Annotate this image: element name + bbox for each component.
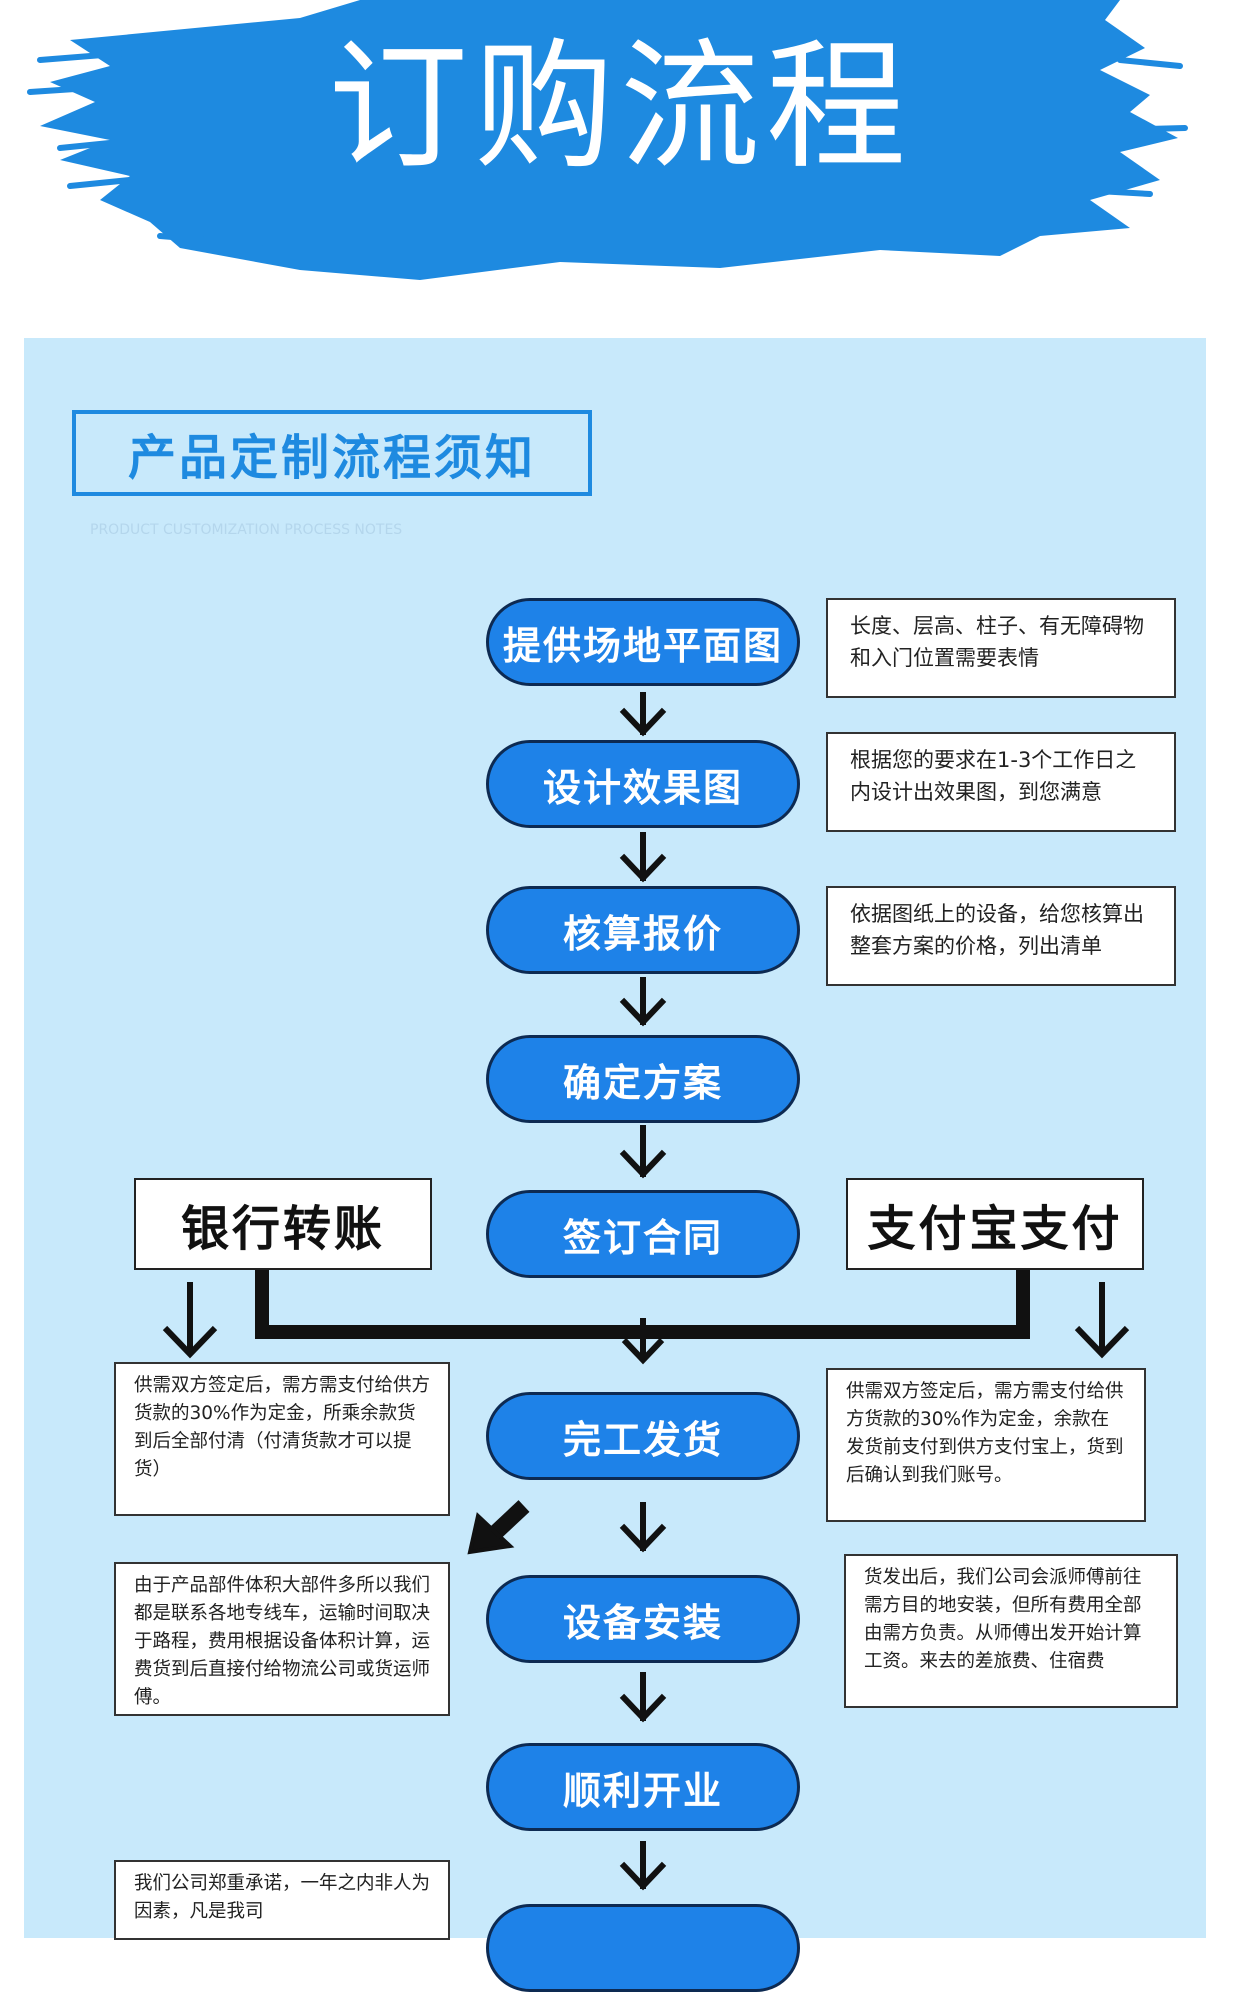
note-bank-terms: 供需双方签定后，需方需支付给供方货款的30%作为定金，所乘余款货到后全部付清（付… (114, 1362, 450, 1516)
note-warranty: 我们公司郑重承诺，一年之内非人为因素，凡是我司 (114, 1860, 450, 1940)
section-title: 产品定制流程须知 (72, 410, 592, 496)
note-quote: 依据图纸上的设备，给您核算出整套方案的价格，列出清单 (826, 886, 1176, 986)
step-floor-plan: 提供场地平面图 (486, 598, 800, 686)
note-alipay-terms: 供需双方签定后，需方需支付给供方货款的30%作为定金，余款在发货前支付到供方支付… (826, 1368, 1146, 1522)
flow-connectors (162, 692, 1130, 1891)
payment-alipay: 支付宝支付 (846, 1178, 1144, 1270)
step-design: 设计效果图 (486, 740, 800, 828)
step-sign-contract: 签订合同 (486, 1190, 800, 1278)
payment-bank-transfer: 银行转账 (134, 1178, 432, 1270)
step-ship: 完工发货 (486, 1392, 800, 1480)
section-subtitle: PRODUCT CUSTOMIZATION PROCESS NOTES (90, 522, 403, 538)
step-next (486, 1904, 800, 1992)
note-installation: 货发出后，我们公司会派师傅前往需方目的地安装，但所有费用全部由需方负责。从师傅出… (844, 1554, 1178, 1708)
note-shipping: 由于产品部件体积大部件多所以我们都是联系各地专线车，运输时间取决于路程，费用根据… (114, 1562, 450, 1716)
step-confirm-plan: 确定方案 (486, 1035, 800, 1123)
step-install: 设备安装 (486, 1575, 800, 1663)
page-title: 订购流程 (327, 26, 912, 189)
note-floor-plan: 长度、层高、柱子、有无障碍物和入门位置需要表情 (826, 598, 1176, 698)
step-quote: 核算报价 (486, 886, 800, 974)
step-open: 顺利开业 (486, 1743, 800, 1831)
note-design: 根据您的要求在1-3个工作日之内设计出效果图，到您满意 (826, 732, 1176, 832)
header-brush-stroke (27, 0, 1188, 280)
